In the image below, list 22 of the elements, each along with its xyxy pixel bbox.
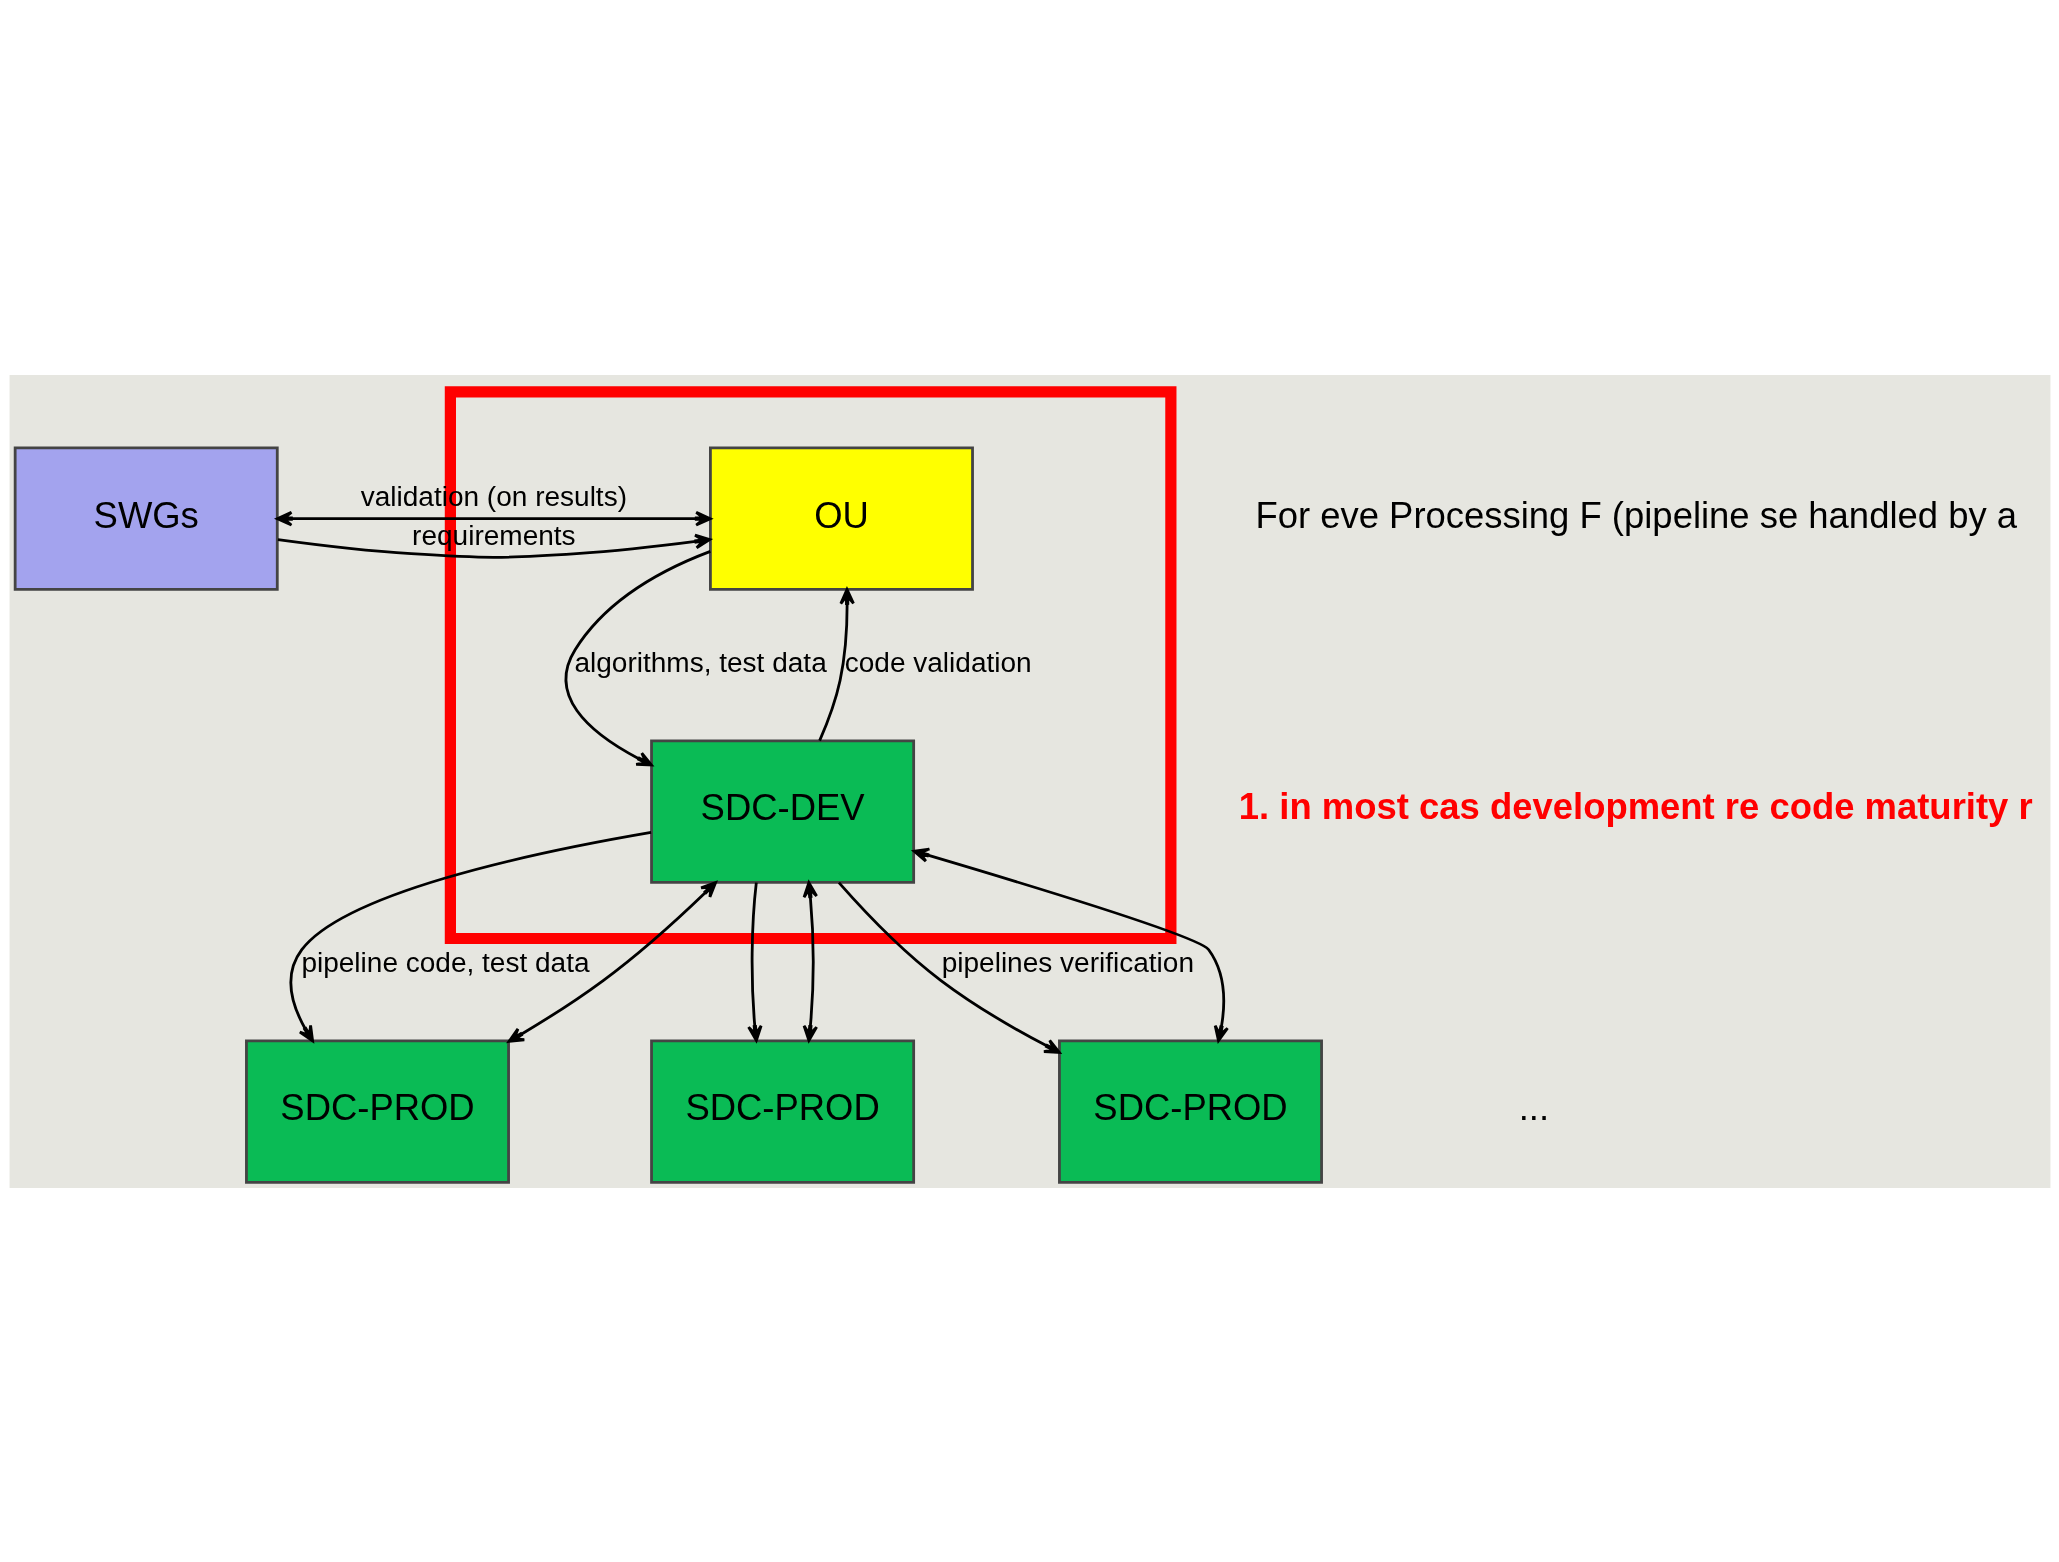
edge-label: code validation	[844, 646, 1032, 678]
arrow	[289, 830, 651, 1042]
label: 1. in most cas development re code maturity r	[1238, 785, 2033, 827]
arrow	[275, 510, 712, 526]
edge-label: pipeline code, test data	[300, 946, 590, 978]
arrow	[837, 881, 1061, 1054]
node-box: SDC-DEV	[649, 738, 915, 884]
arrow	[802, 880, 818, 1042]
arrow	[912, 847, 1229, 1042]
edge-label: algorithms, test data	[573, 646, 827, 678]
arrow	[746, 882, 763, 1042]
label: ...	[1518, 1086, 1549, 1128]
arrow	[564, 549, 711, 766]
node-box: SWGs	[13, 446, 279, 591]
node-box: OU	[708, 446, 974, 591]
arrow	[507, 880, 717, 1043]
edge-label: pipelines verification	[941, 946, 1194, 978]
node-box: SDC-PROD	[649, 1038, 915, 1184]
node-box: SDC-PROD	[1057, 1038, 1323, 1184]
arrow	[817, 587, 855, 741]
node-box: SDC-PROD	[244, 1038, 510, 1184]
label: For eve Processing F (pipeline se handled by a	[1254, 494, 2017, 536]
